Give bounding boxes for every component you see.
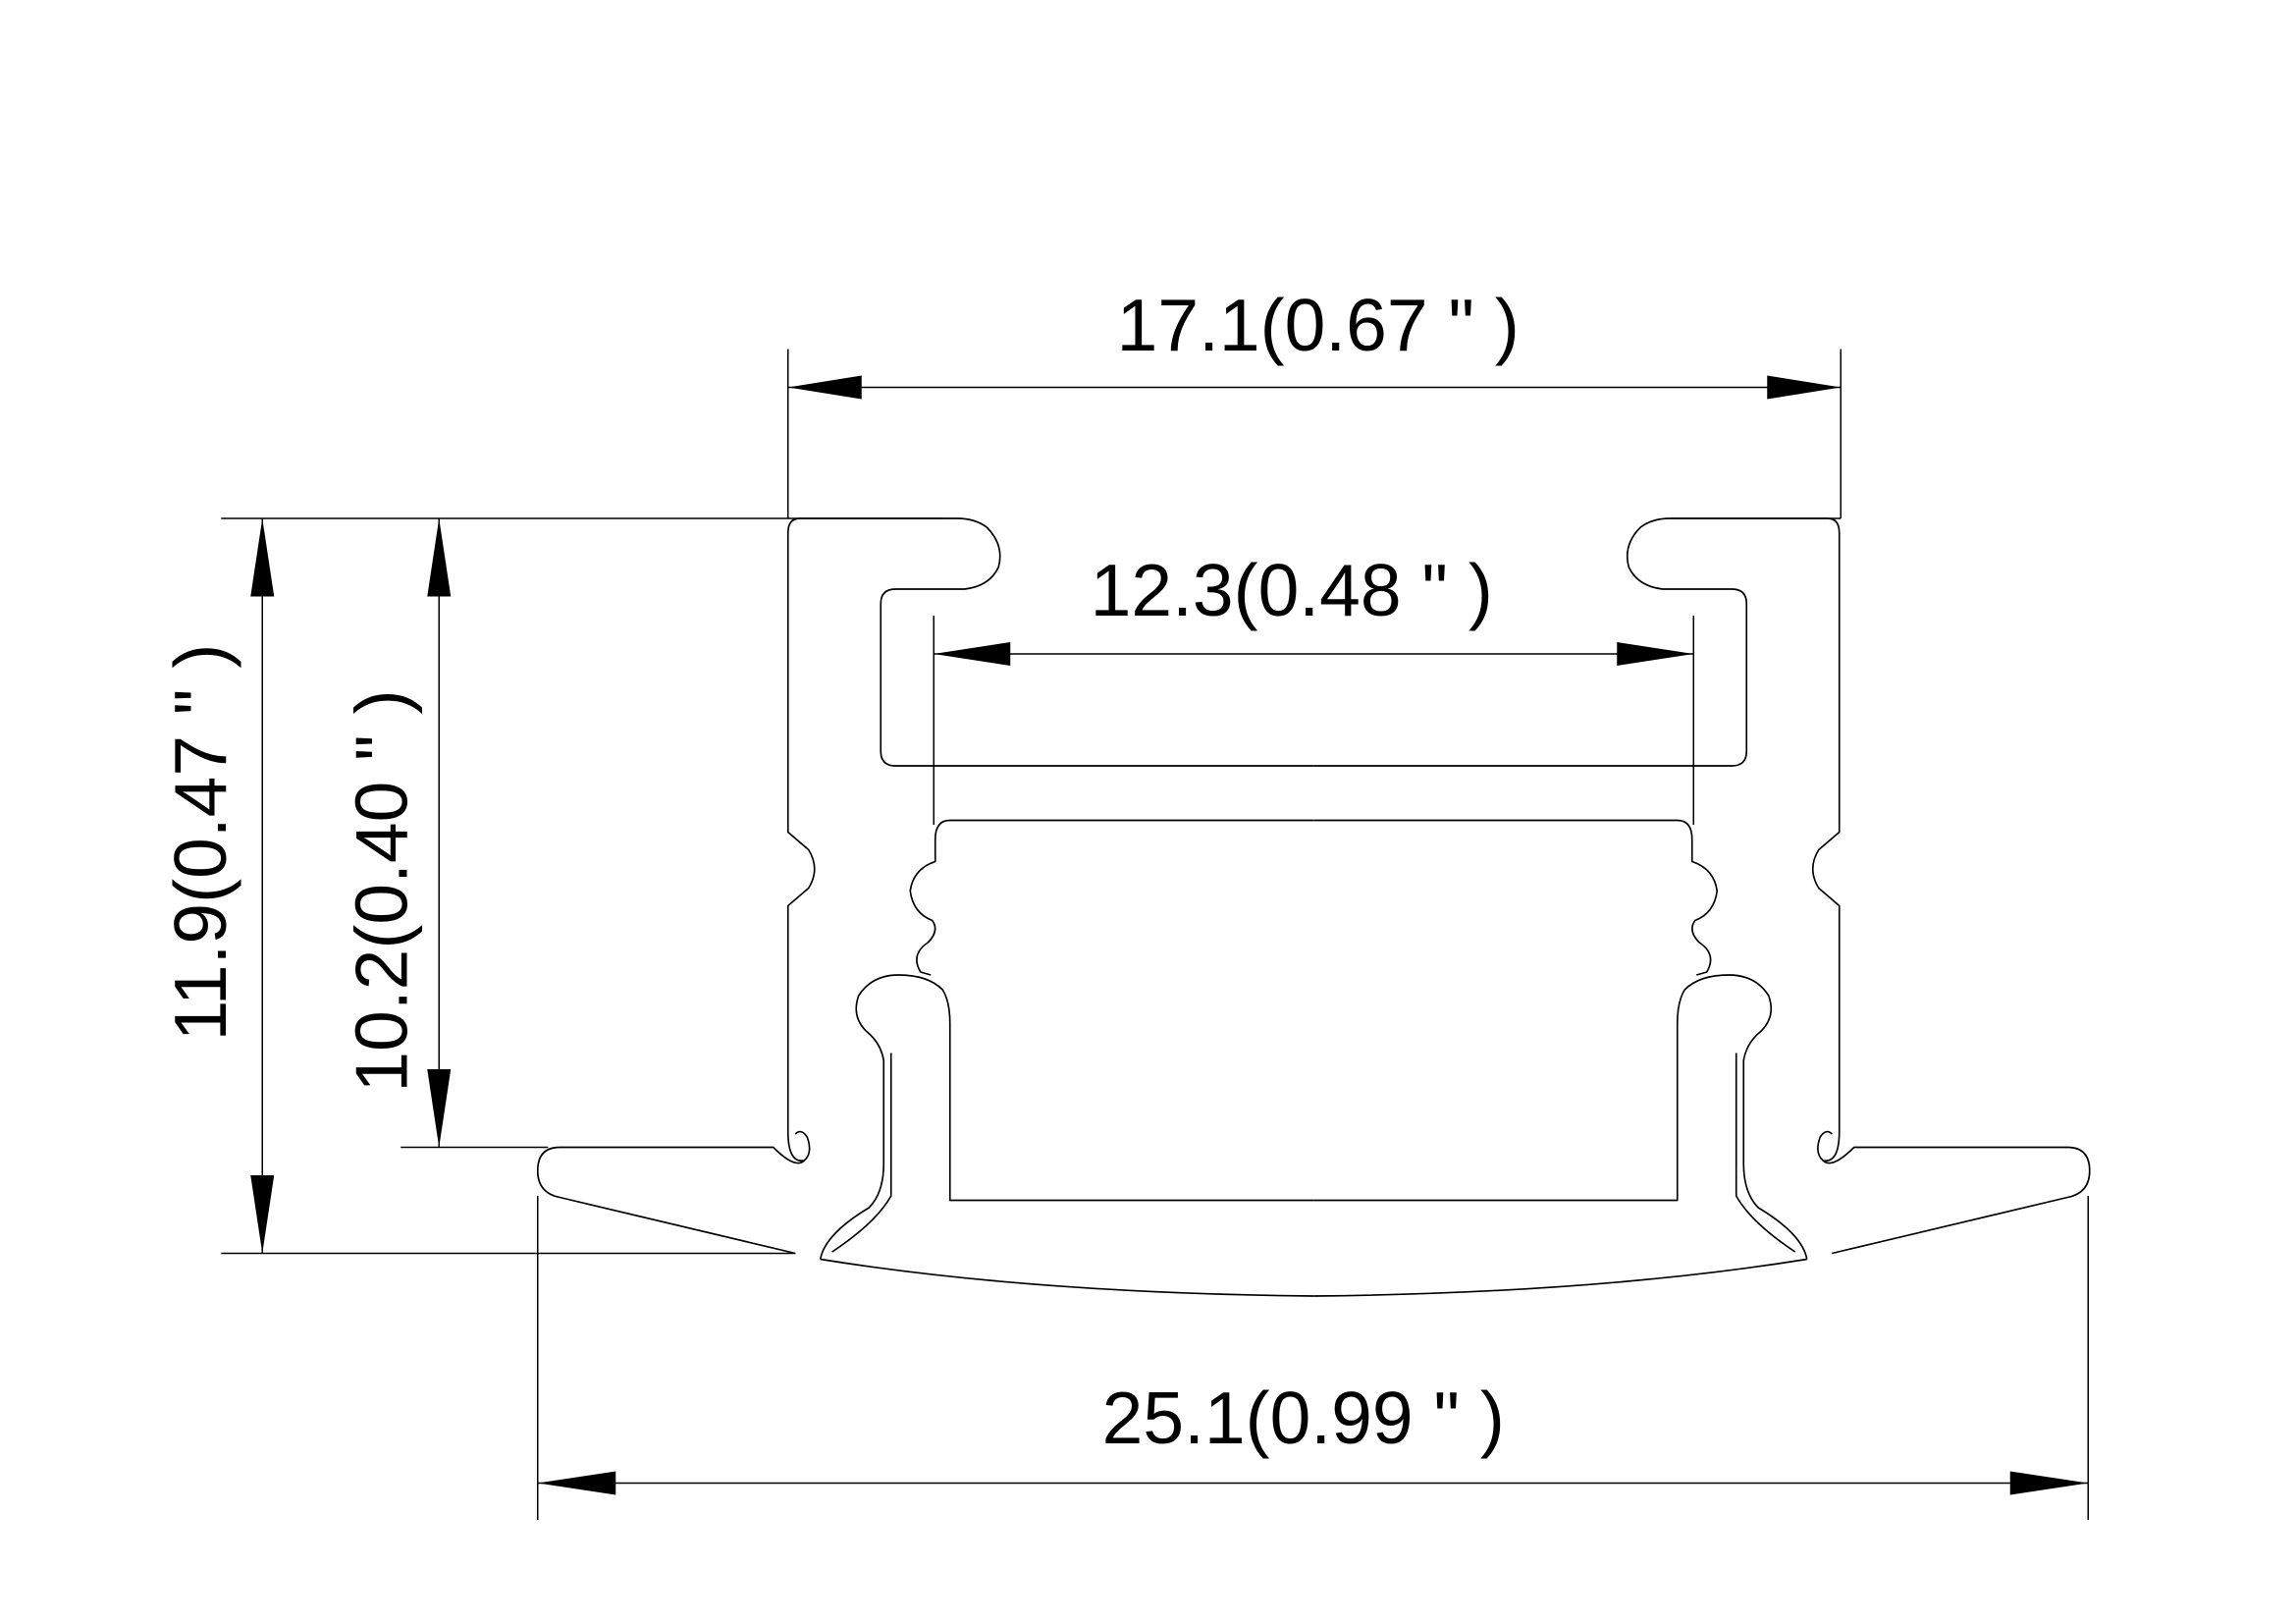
arrow-up-icon	[427, 518, 452, 597]
arrow-down-icon	[427, 1069, 452, 1148]
dimension-top-width: 17.1(0.67 " )	[787, 284, 1842, 400]
dimension-bottom-width: 25.1(0.99 " )	[537, 1377, 2089, 1495]
arrow-right-icon	[1767, 375, 1842, 400]
dimension-label: 11.9(0.47 " )	[159, 644, 241, 1042]
arrow-right-icon	[1617, 642, 1694, 666]
extension-lines	[221, 349, 2089, 1520]
arrow-left-icon	[787, 375, 862, 400]
arrow-up-icon	[250, 518, 275, 597]
dimension-body-height: 10.2(0.40 " )	[340, 518, 452, 1148]
arrow-left-icon	[537, 1471, 616, 1495]
dimension-total-height: 11.9(0.47 " )	[159, 518, 275, 1254]
dimension-label: 12.3(0.48 " )	[1091, 549, 1493, 631]
arrow-down-icon	[250, 1175, 275, 1254]
dimension-label: 17.1(0.67 " )	[1117, 284, 1520, 366]
profile-outline	[536, 517, 2091, 1297]
dimension-label: 10.2(0.40 " )	[340, 689, 422, 1092]
dimension-inner-width: 12.3(0.48 " )	[934, 549, 1694, 666]
arrow-left-icon	[934, 642, 1011, 666]
arrow-right-icon	[2009, 1471, 2089, 1495]
dimension-label: 25.1(0.99 " )	[1102, 1377, 1505, 1459]
